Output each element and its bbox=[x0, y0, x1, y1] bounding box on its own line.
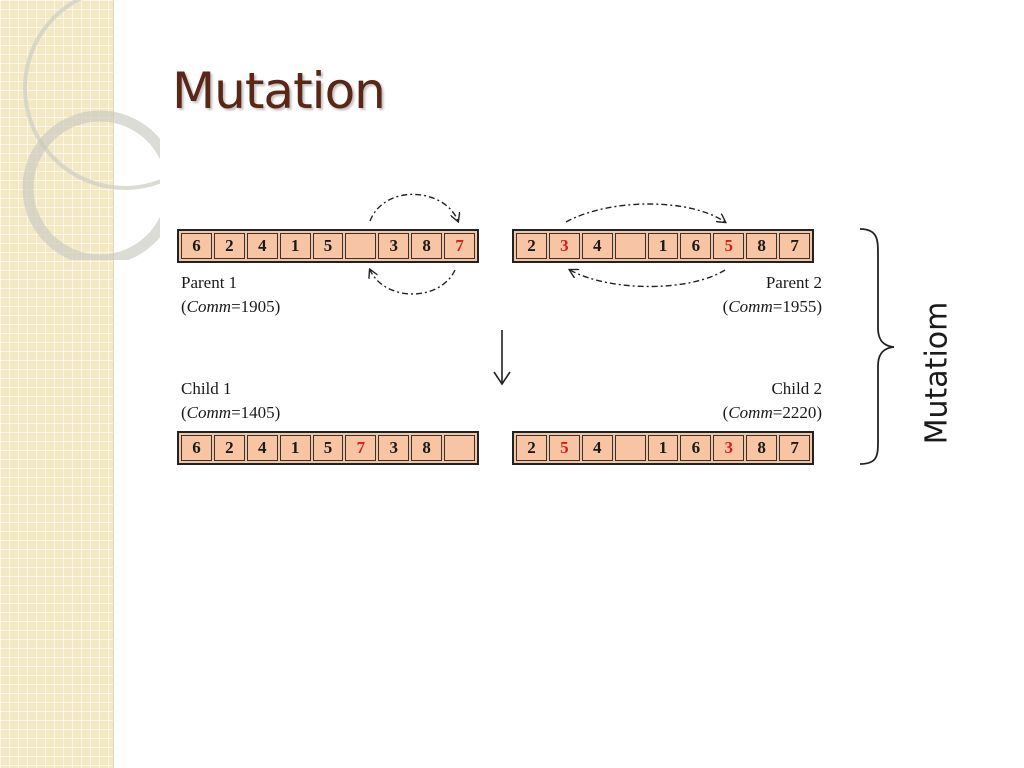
parent1-gene-2: 2 bbox=[213, 233, 245, 259]
child1-gene-2: 2 bbox=[213, 435, 245, 461]
child1-gene-9 bbox=[444, 435, 476, 461]
parent1-swap-arrow-top bbox=[369, 193, 458, 221]
parent2-gene-5: 1 bbox=[647, 233, 679, 259]
child1-gene-5: 5 bbox=[312, 435, 344, 461]
parent2-gene-4 bbox=[614, 233, 646, 259]
child2-name: Child 2 bbox=[771, 379, 822, 398]
parent1-gene-7: 3 bbox=[378, 233, 410, 259]
child1-gene-7: 3 bbox=[378, 435, 410, 461]
child1-gene-4: 1 bbox=[279, 435, 311, 461]
child1-gene-8: 8 bbox=[411, 435, 443, 461]
parent1-comm: (Comm=1905) bbox=[181, 297, 281, 316]
child1-name: Child 1 bbox=[181, 379, 232, 398]
child2-gene-1: 2 bbox=[516, 435, 547, 461]
child2-gene-7: 3 bbox=[713, 435, 745, 461]
child1-gene-1: 6 bbox=[181, 435, 212, 461]
child2-gene-4 bbox=[614, 435, 646, 461]
child1-gene-3: 4 bbox=[246, 435, 278, 461]
child1-gene-6: 7 bbox=[345, 435, 377, 461]
parent2-gene-1: 2 bbox=[516, 233, 547, 259]
parent2-gene-2: 3 bbox=[548, 233, 580, 259]
down-arrow bbox=[493, 330, 511, 386]
child2-gene-9: 7 bbox=[779, 435, 811, 461]
parent1-gene-5: 5 bbox=[312, 233, 344, 259]
mutation-brace-label: Mutatiom bbox=[919, 301, 955, 445]
parent2-comm: (Comm=1955) bbox=[722, 297, 822, 316]
child1-label: Child 1 (Comm=1405) bbox=[181, 377, 280, 425]
parent2-swap-arrow-bottom bbox=[570, 270, 726, 288]
parent1-gene-9: 7 bbox=[444, 233, 476, 259]
right-brace bbox=[859, 228, 895, 465]
parent1-gene-6 bbox=[345, 233, 377, 259]
child2-label: Child 2 (Comm=2220) bbox=[622, 377, 822, 425]
parent1-label: Parent 1 (Comm=1905) bbox=[181, 271, 280, 319]
child2-gene-3: 4 bbox=[581, 435, 613, 461]
parent2-gene-6: 6 bbox=[680, 233, 712, 259]
parent2-swap-arrow-top bbox=[565, 203, 725, 222]
child2-gene-2: 5 bbox=[548, 435, 580, 461]
parent2-name: Parent 2 bbox=[765, 273, 822, 292]
parent1-gene-1: 6 bbox=[181, 233, 212, 259]
parent1-gene-8: 8 bbox=[411, 233, 443, 259]
slide-title: Mutation bbox=[172, 62, 386, 120]
decorative-rings bbox=[22, 0, 160, 260]
parent2-label: Parent 2 (Comm=1955) bbox=[622, 271, 822, 319]
parent2-gene-8: 8 bbox=[746, 233, 778, 259]
child2-gene-8: 8 bbox=[746, 435, 778, 461]
child2-gene-5: 1 bbox=[647, 435, 679, 461]
child2-gene-6: 6 bbox=[680, 435, 712, 461]
parent2-gene-7: 5 bbox=[713, 233, 745, 259]
parent2-gene-9: 7 bbox=[779, 233, 811, 259]
parent1-gene-4: 1 bbox=[279, 233, 311, 259]
parent1-swap-arrow-bottom bbox=[370, 270, 456, 295]
child2-comm: (Comm=2220) bbox=[722, 403, 822, 422]
child1-comm: (Comm=1405) bbox=[181, 403, 281, 422]
parent2-gene-3: 4 bbox=[581, 233, 613, 259]
parent1-gene-3: 4 bbox=[246, 233, 278, 259]
parent1-name: Parent 1 bbox=[181, 273, 238, 292]
